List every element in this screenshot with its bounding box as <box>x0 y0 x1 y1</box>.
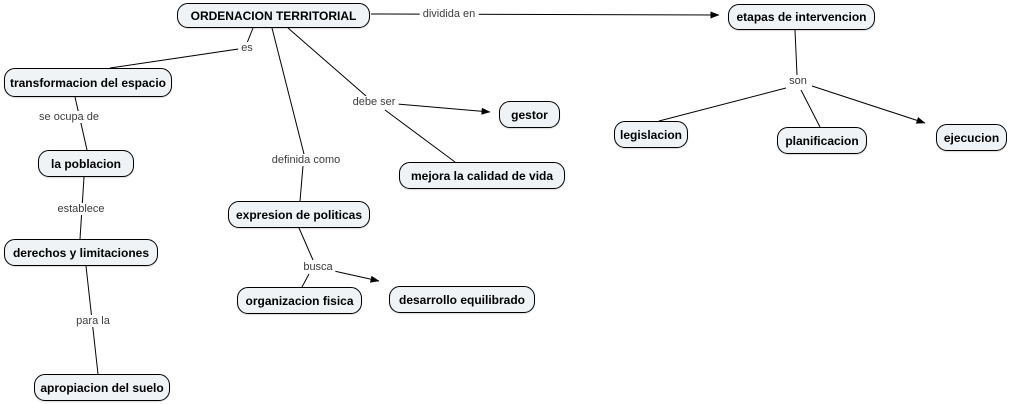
edge-ordenacion-debe-ser <box>287 27 367 97</box>
node-transformacion-del-espacio[interactable]: transformacion del espacio <box>4 68 172 97</box>
link-label-busca[interactable]: busca <box>300 261 336 273</box>
link-label-para-la[interactable]: para la <box>73 315 113 327</box>
link-label-debe-ser[interactable]: debe ser <box>349 96 399 108</box>
node-planificacion[interactable]: planificacion <box>777 127 867 154</box>
edge-ordenacion-transformacion <box>109 27 254 69</box>
edge-debe-ser-gestor <box>396 103 491 115</box>
edge-ordenacion-expresion <box>271 27 305 202</box>
edge-busca-organizacion <box>301 273 310 288</box>
link-label-es[interactable]: es <box>238 42 256 54</box>
node-ordenacion-territorial[interactable]: ORDENACION TERRITORIAL <box>177 3 370 28</box>
node-ejecucion[interactable]: ejecucion <box>936 124 1007 151</box>
node-legislacion[interactable]: legislacion <box>614 121 688 148</box>
edge-son-legislacion <box>658 87 787 122</box>
edge-debe-ser-mejora <box>384 109 456 163</box>
node-derechos-y-limitaciones[interactable]: derechos y limitaciones <box>4 239 158 266</box>
node-mejora-la-calidad-de-vida[interactable]: mejora la calidad de vida <box>399 162 565 189</box>
edge-etapas-son <box>794 29 798 76</box>
edge-son-planificacion <box>800 89 821 128</box>
edge-transformacion-poblacion <box>74 96 88 151</box>
edge-busca-desarrollo <box>333 270 380 283</box>
node-gestor[interactable]: gestor <box>499 101 560 128</box>
edge-expresion-busca <box>298 227 314 261</box>
node-la-poblacion[interactable]: la poblacion <box>38 150 134 177</box>
node-desarrollo-equilibrado[interactable]: desarrollo equilibrado <box>389 286 535 313</box>
node-apropiacion-del-suelo[interactable]: apropiacion del suelo <box>34 374 170 401</box>
link-label-definida-como[interactable]: definida como <box>268 154 344 166</box>
link-label-establece[interactable]: establece <box>54 203 108 215</box>
node-organizacion-fisica[interactable]: organizacion fisica <box>237 287 362 314</box>
edge-son-ejecucion <box>811 85 926 124</box>
link-label-se-ocupa-de[interactable]: se ocupa de <box>36 111 102 123</box>
link-label-son[interactable]: son <box>786 75 810 87</box>
node-etapas-de-intervencion[interactable]: etapas de intervencion <box>728 4 875 30</box>
node-expresion-de-politicas[interactable]: expresion de politicas <box>228 201 370 228</box>
link-label-dividida-en[interactable]: dividida en <box>419 8 479 20</box>
